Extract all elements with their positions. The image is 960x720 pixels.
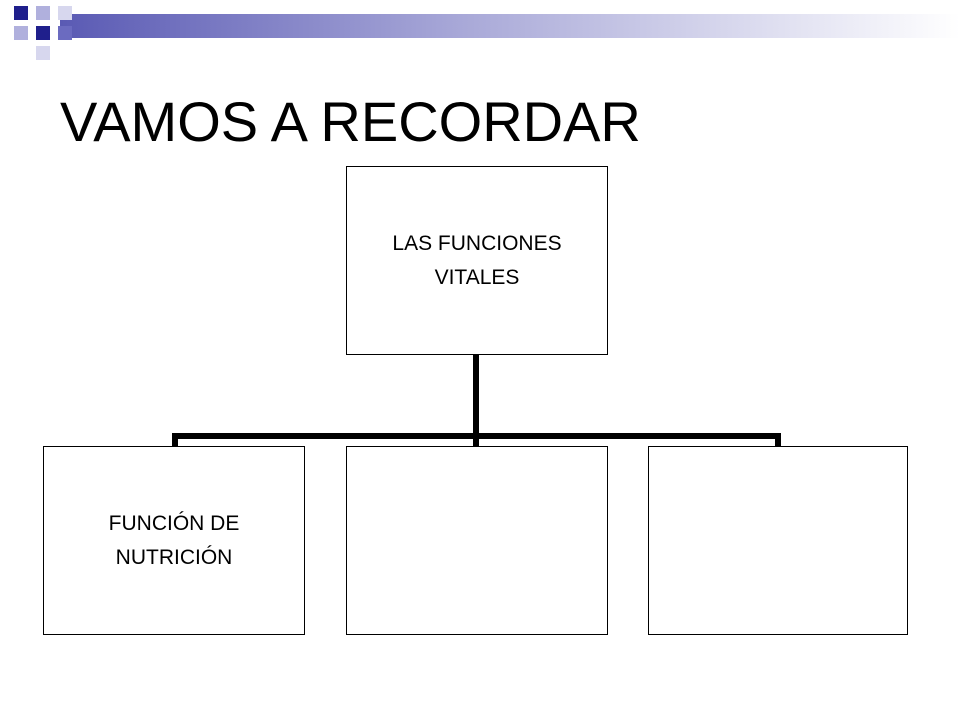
root-node-box: LAS FUNCIONES VITALES [346,166,608,355]
header-square [58,26,72,40]
header-square [36,26,50,40]
root-node-label: LAS FUNCIONES VITALES [392,231,562,289]
slide-title: VAMOS A RECORDAR [60,90,641,153]
header-square [58,6,72,20]
header-square [14,26,28,40]
header-square [36,6,50,20]
header-square [36,46,50,60]
child-node-box: FUNCIÓN DE NUTRICIÓN [43,446,305,635]
child-node-box [346,446,608,635]
header-gradient-bar [60,14,960,38]
header-square [14,6,28,20]
child-node-box [648,446,908,635]
header-decoration [14,6,960,60]
child-node-label: FUNCIÓN DE NUTRICIÓN [108,511,240,569]
